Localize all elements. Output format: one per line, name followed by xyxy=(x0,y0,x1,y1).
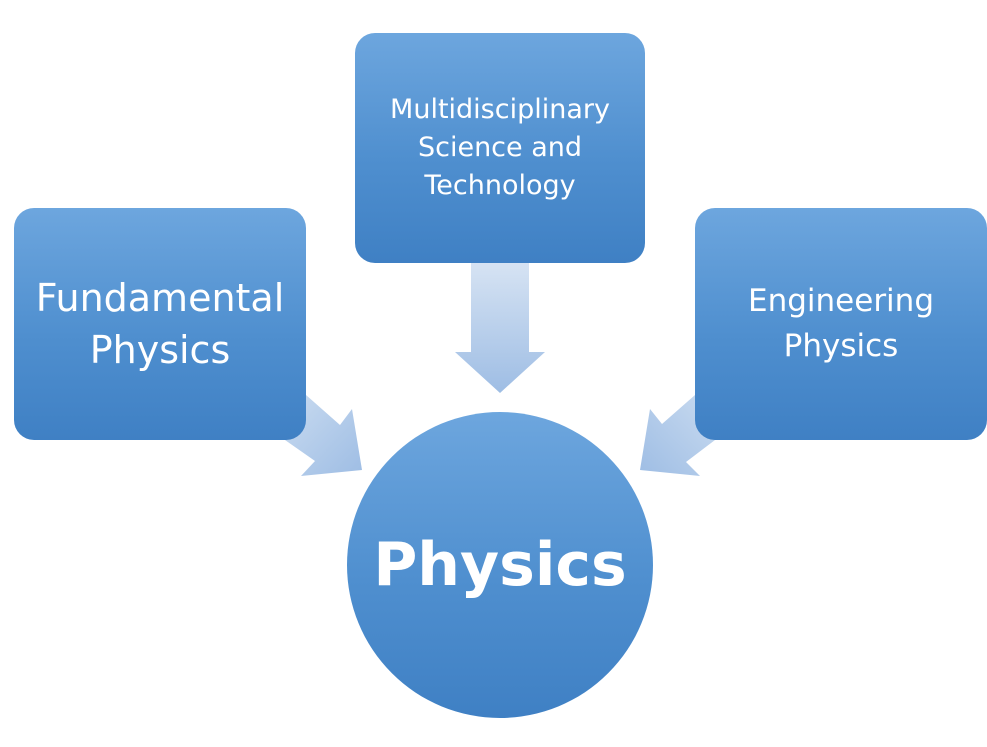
node-physics-label: Physics xyxy=(373,530,627,600)
node-multidisciplinary: Multidisciplinary Science and Technology xyxy=(355,33,645,263)
node-engineering-physics-label: Engineering Physics xyxy=(748,283,934,364)
arrow-top-to-center xyxy=(455,263,545,393)
node-fundamental-physics-label: Fundamental Physics xyxy=(35,276,285,372)
node-fundamental-physics: Fundamental Physics xyxy=(14,208,306,440)
node-physics: Physics xyxy=(347,412,653,718)
node-engineering-physics: Engineering Physics xyxy=(695,208,987,440)
node-multidisciplinary-label: Multidisciplinary Science and Technology xyxy=(390,94,610,201)
